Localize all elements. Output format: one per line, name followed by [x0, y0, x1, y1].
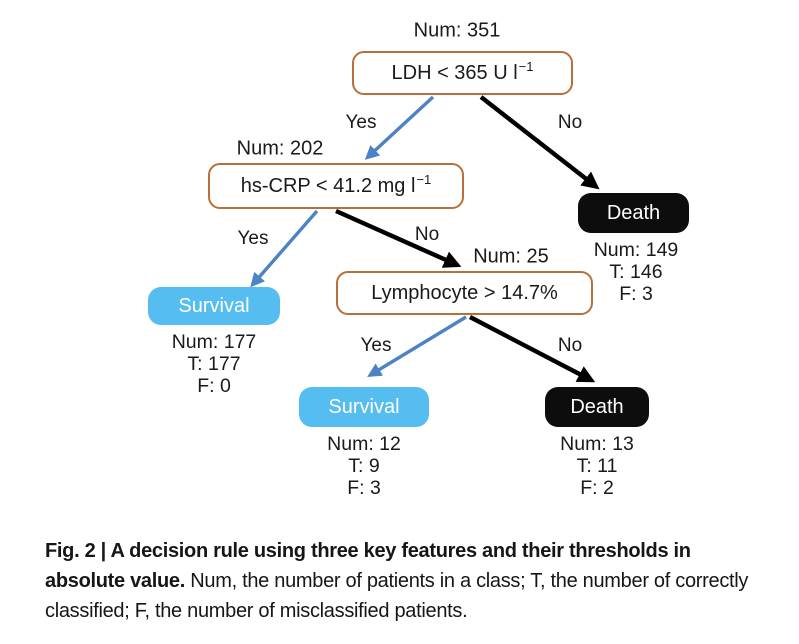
edge-label-no-1: No [557, 112, 583, 133]
survival-left-stats: Num: 177 T: 177 F: 0 [172, 331, 257, 397]
survival-left-stat-false: F: 0 [197, 375, 231, 397]
edge-no-hscrp-to-lymphocyte [335, 208, 462, 268]
survival-mid-stat-num: Num: 12 [327, 433, 401, 455]
death-bottom-stat-false: F: 2 [580, 477, 614, 499]
edge-label-no-3: No [557, 335, 583, 356]
node-death-right-label: Death [606, 201, 661, 224]
death-right-stat-false: F: 3 [619, 283, 653, 305]
figure-caption: Fig. 2 | A decision rule using three key… [45, 536, 761, 626]
edge-yes-hscrp-to-survival [250, 209, 319, 288]
node-survival-mid: Survival [299, 387, 429, 427]
node-hscrp-label: hs-CRP < 41.2 mg l [240, 174, 416, 197]
edge-yes-ldh-to-hscrp [364, 95, 435, 160]
edge-no-ldh-to-death [479, 95, 600, 190]
node-lymphocyte-label: Lymphocyte > 14.7% [371, 281, 558, 304]
edge-yes-lymphocyte-to-survival [367, 315, 467, 377]
node-death-bottom: Death [545, 387, 649, 427]
lymphocyte-count-label: Num: 25 [473, 245, 549, 268]
root-count-label: Num: 351 [413, 19, 501, 42]
node-survival-left-label: Survival [178, 294, 250, 317]
node-survival-left: Survival [148, 287, 280, 325]
edge-label-yes-2: Yes [237, 228, 269, 249]
death-bottom-stat-true: T: 11 [576, 455, 618, 477]
death-bottom-stat-num: Num: 13 [560, 433, 634, 455]
edge-label-yes-1: Yes [345, 112, 377, 133]
death-right-stat-num: Num: 149 [593, 239, 679, 261]
survival-mid-stats: Num: 12 T: 9 F: 3 [327, 433, 401, 499]
survival-mid-stat-true: T: 9 [348, 455, 380, 477]
survival-left-stat-num: Num: 177 [171, 331, 257, 353]
death-bottom-stats: Num: 13 T: 11 F: 2 [560, 433, 634, 499]
node-death-bottom-label: Death [570, 395, 624, 418]
hscrp-count-label: Num: 202 [236, 137, 324, 160]
node-hscrp: hs-CRP < 41.2 mg l−1 [208, 163, 464, 209]
survival-left-stat-true: T: 177 [187, 353, 241, 375]
tree-edges [250, 95, 600, 383]
death-right-stats: Num: 149 T: 146 F: 3 [594, 239, 679, 305]
node-survival-mid-label: Survival [328, 395, 400, 418]
node-hscrp-label-sup: −1 [416, 171, 432, 187]
figure-caption-title: Fig. 2 | A decision rule using three key… [45, 540, 691, 592]
survival-mid-stat-false: F: 3 [347, 477, 381, 499]
figure-caption-body: Num, the number of patients in a class; … [45, 570, 749, 622]
death-right-stat-true: T: 146 [609, 261, 663, 283]
node-ldh-label-sup: −1 [518, 58, 534, 74]
node-ldh-label: LDH < 365 U l [391, 61, 518, 84]
node-lymphocyte: Lymphocyte > 14.7% [336, 271, 593, 315]
edge-label-yes-3: Yes [360, 335, 392, 356]
edge-no-lymphocyte-to-death [468, 315, 596, 383]
edge-label-no-2: No [414, 224, 440, 245]
node-ldh: LDH < 365 U l−1 [352, 51, 573, 95]
node-death-right: Death [578, 193, 689, 233]
